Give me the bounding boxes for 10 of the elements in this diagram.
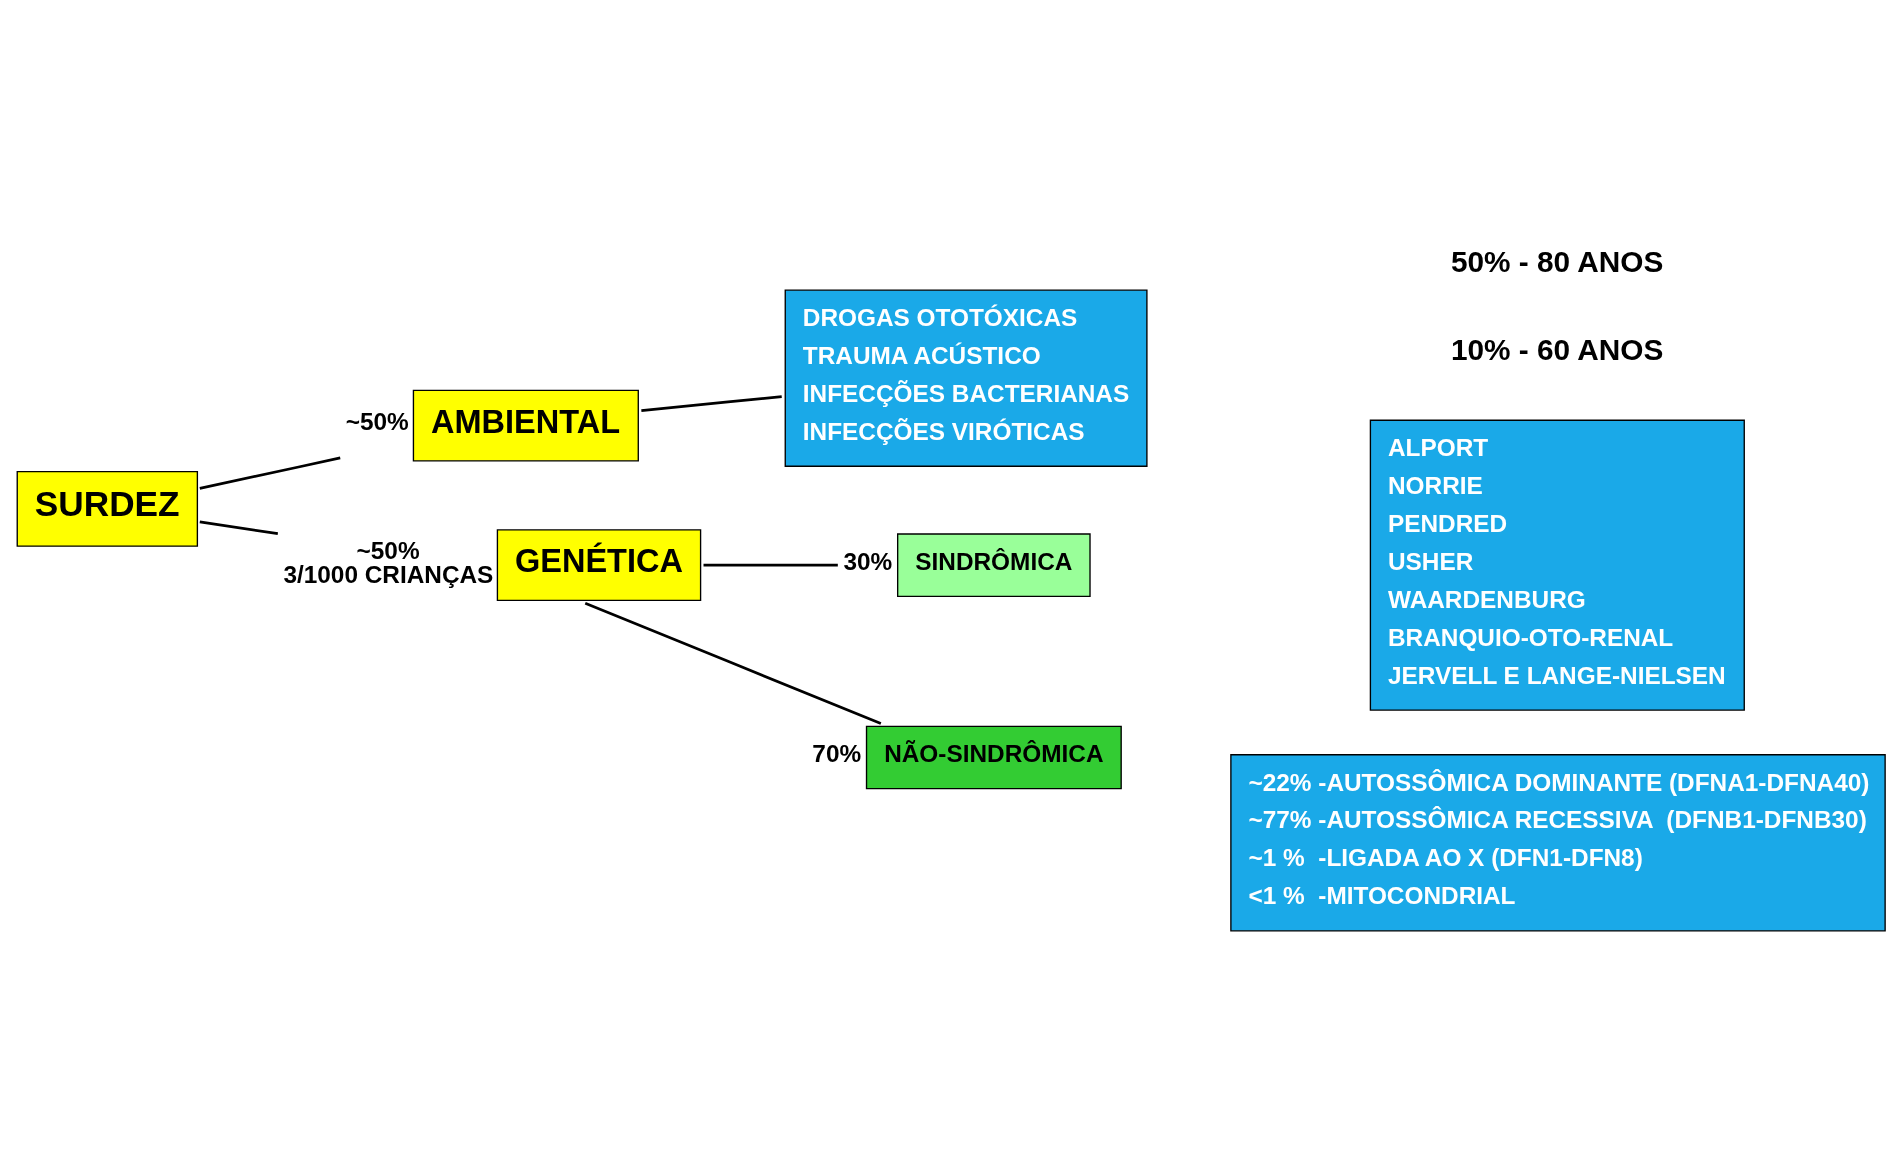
connector <box>703 563 838 566</box>
node-label: ~50% <box>345 407 409 435</box>
node-label: 70% <box>812 739 862 767</box>
connector <box>584 601 882 725</box>
connector <box>199 520 279 535</box>
label: 50% - 80 ANOS <box>1451 244 1664 278</box>
label: 10% - 60 ANOS <box>1451 332 1664 366</box>
connector <box>199 456 341 490</box>
connector <box>641 394 782 412</box>
node-label: 30% <box>843 547 893 575</box>
